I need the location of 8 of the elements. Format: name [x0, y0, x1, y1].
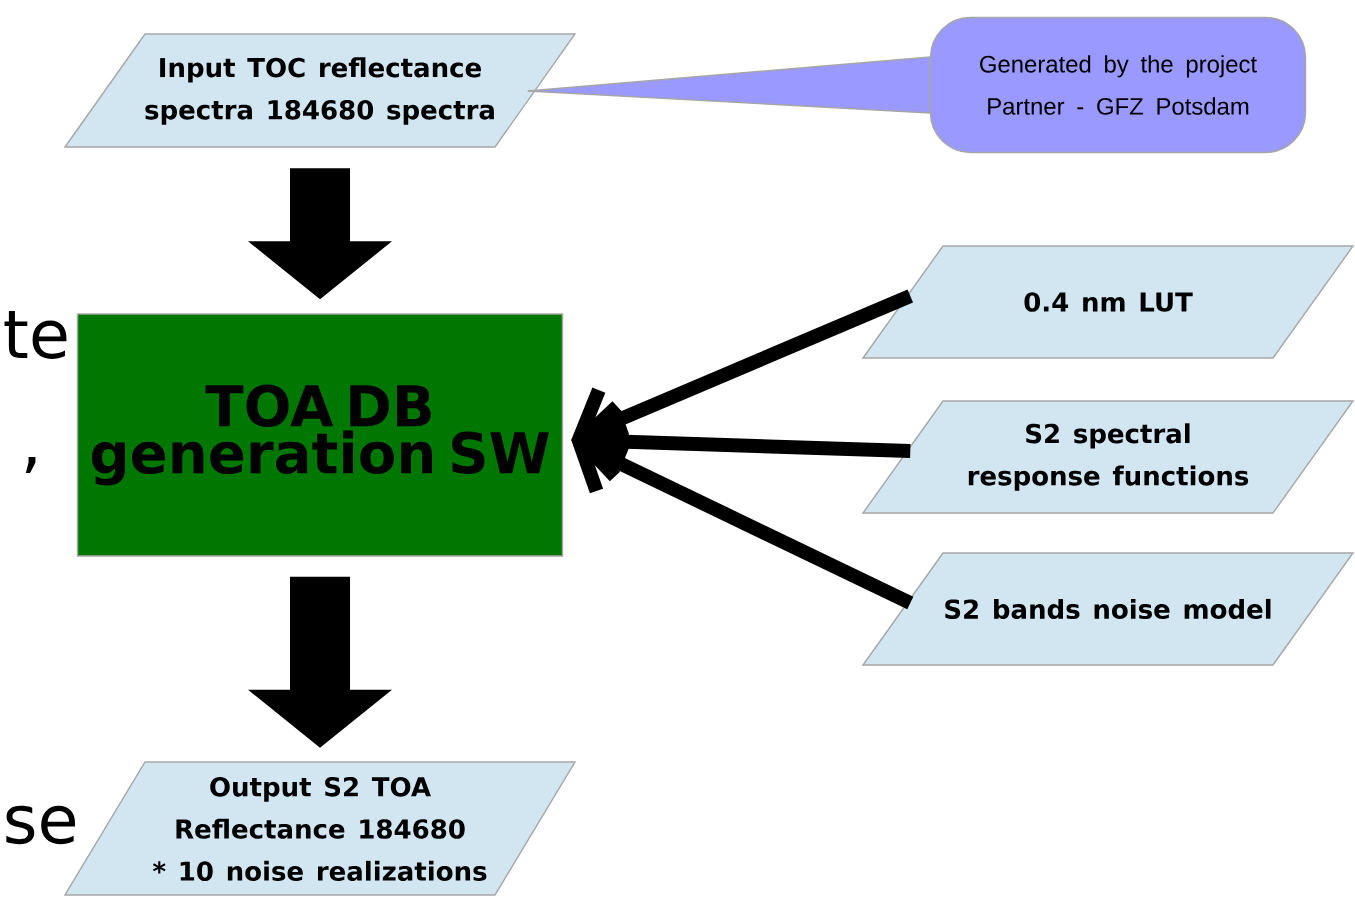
callout-pointer: [527, 56, 931, 114]
process-box: TOA DB generation SW: [76, 313, 564, 557]
arrow: [571, 421, 914, 610]
arrow: [571, 401, 911, 482]
block-arrow: [248, 168, 392, 300]
callout-box: Generated by the project Partner - GFZ Potsdam: [929, 16, 1307, 154]
block-arrow: [248, 576, 392, 748]
fragment-text: te: [4, 311, 67, 359]
